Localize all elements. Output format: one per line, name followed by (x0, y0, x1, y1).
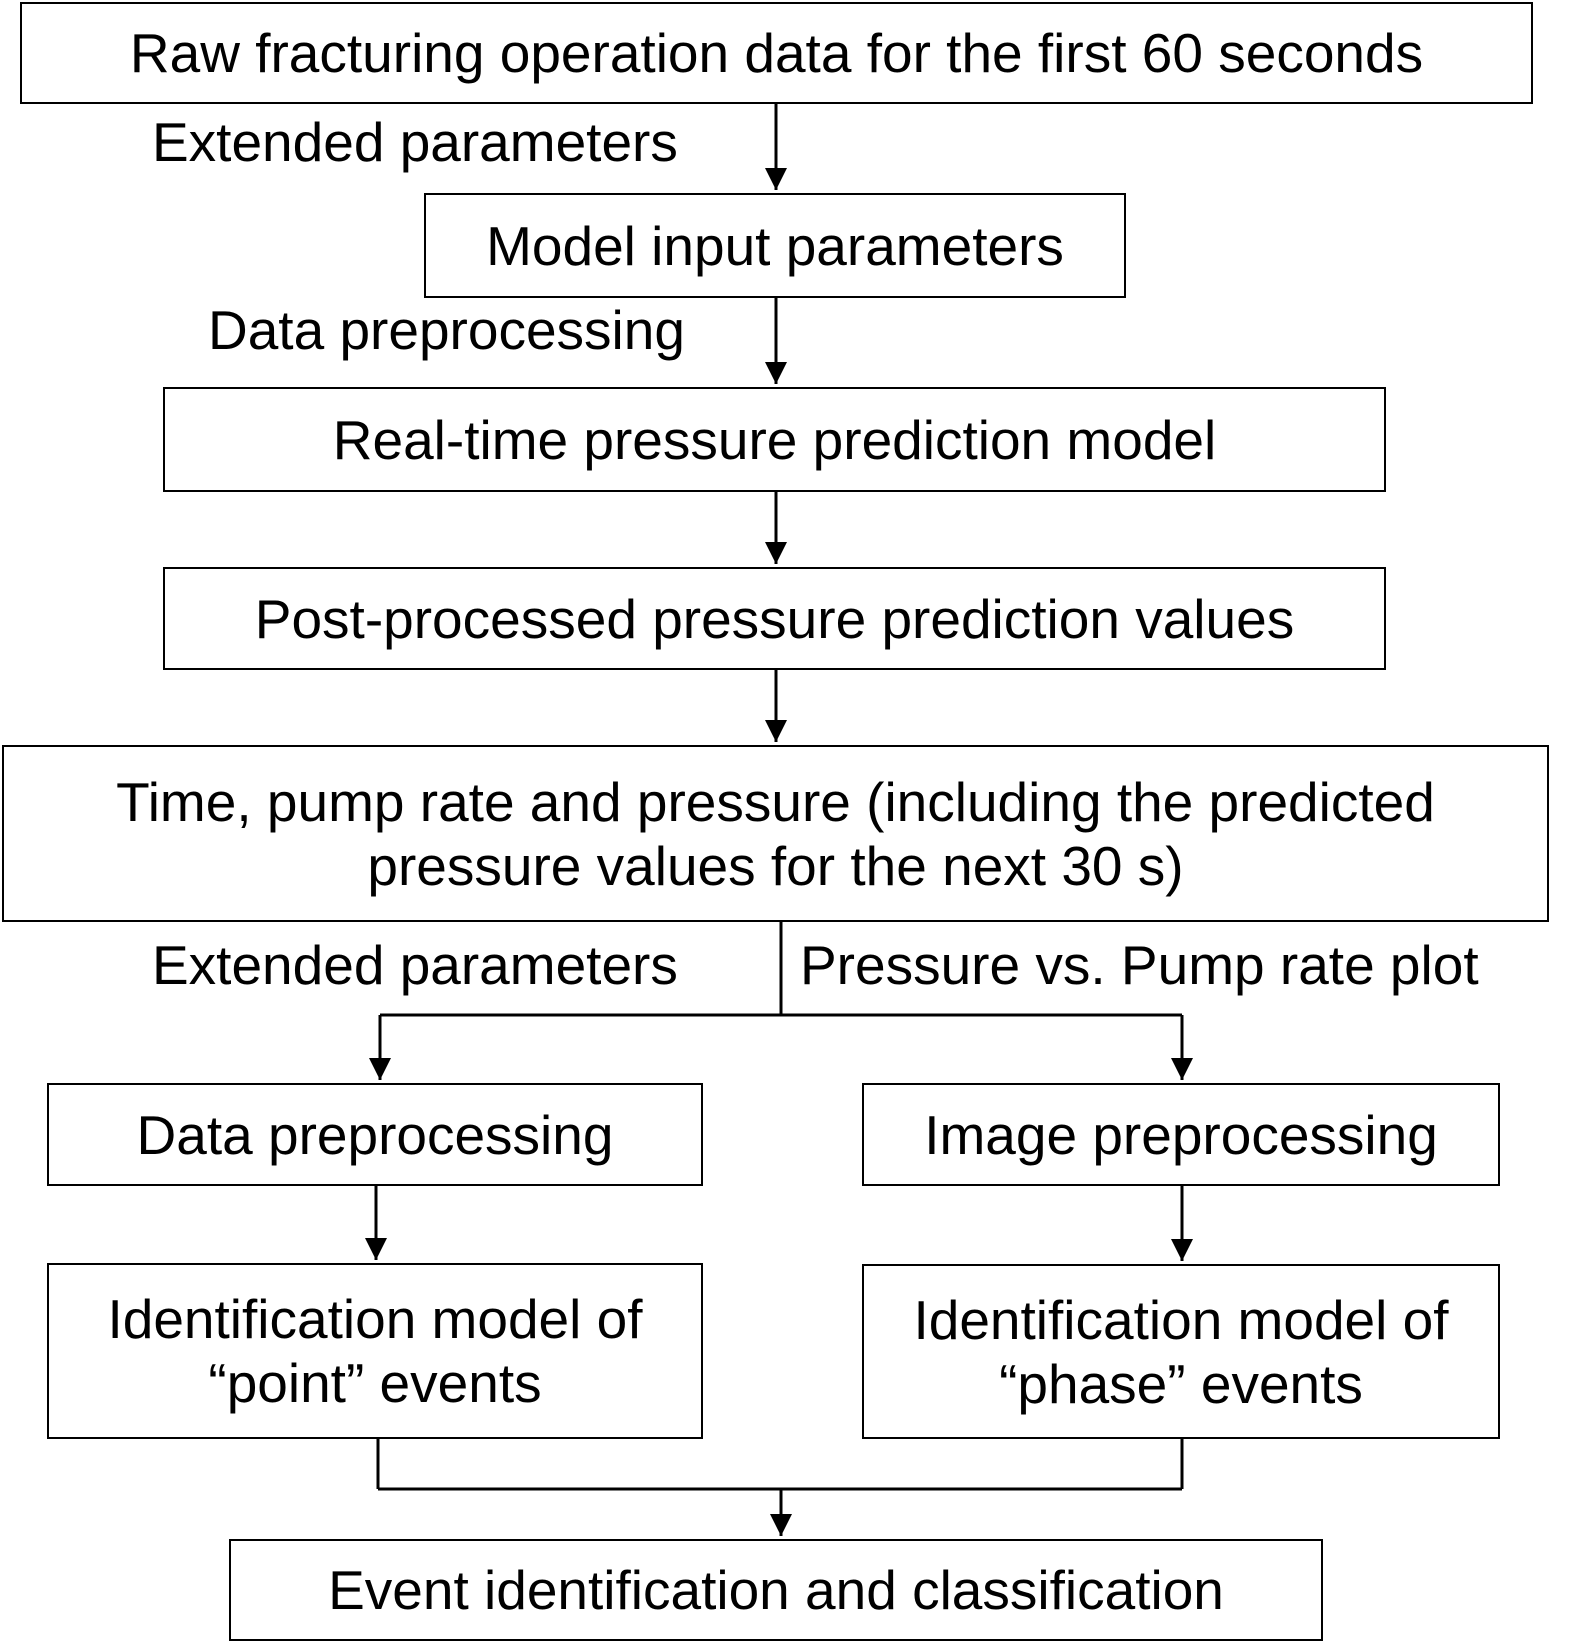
arrowhead-icon (765, 542, 787, 564)
arrowhead-icon (765, 362, 787, 384)
arrowhead-icon (365, 1238, 387, 1260)
pressure-vs-pump-rate-label: Pressure vs. Pump rate plot (800, 934, 1479, 996)
point-events-line1: Identification model of (107, 1288, 643, 1350)
arrowhead-icon (369, 1058, 391, 1080)
arrowhead-icon (1171, 1239, 1193, 1261)
model-input-text: Model input parameters (486, 214, 1064, 277)
image-preprocessing-text: Image preprocessing (924, 1103, 1438, 1166)
data-preprocessing-box: Data preprocessing (47, 1083, 703, 1186)
combined-data-line1: Time, pump rate and pressure (including … (116, 770, 1435, 833)
arrowhead-icon (770, 1514, 792, 1536)
event-classification-box: Event identification and classification (229, 1539, 1323, 1641)
event-classification-text: Event identification and classification (328, 1559, 1224, 1621)
arrowhead-icon (1171, 1058, 1193, 1080)
phase-events-line2: “phase” events (999, 1352, 1363, 1415)
raw-data-text: Raw fracturing operation data for the fi… (129, 22, 1424, 84)
extended-parameters-label-branch: Extended parameters (152, 934, 678, 996)
point-events-line2: “point” events (208, 1352, 542, 1414)
phase-events-model-box: Identification model of “phase” events (862, 1264, 1500, 1439)
phase-events-line1: Identification model of (913, 1288, 1449, 1351)
model-input-box: Model input parameters (424, 193, 1126, 298)
image-preprocessing-box: Image preprocessing (862, 1083, 1500, 1186)
prediction-model-box: Real-time pressure prediction model (163, 387, 1386, 492)
prediction-model-text: Real-time pressure prediction model (332, 408, 1217, 471)
extended-parameters-label-top: Extended parameters (152, 111, 678, 173)
data-preprocessing-label-top: Data preprocessing (208, 299, 685, 361)
raw-data-box: Raw fracturing operation data for the fi… (20, 2, 1533, 104)
arrowhead-icon (765, 168, 787, 190)
point-events-model-box: Identification model of “point” events (47, 1263, 703, 1439)
arrowhead-icon (765, 720, 787, 742)
post-processed-box: Post-processed pressure prediction value… (163, 567, 1386, 670)
combined-data-box: Time, pump rate and pressure (including … (2, 745, 1549, 922)
data-preprocessing-text: Data preprocessing (136, 1103, 614, 1166)
combined-data-line2: pressure values for the next 30 s) (367, 834, 1184, 897)
post-processed-text: Post-processed pressure prediction value… (254, 587, 1295, 650)
